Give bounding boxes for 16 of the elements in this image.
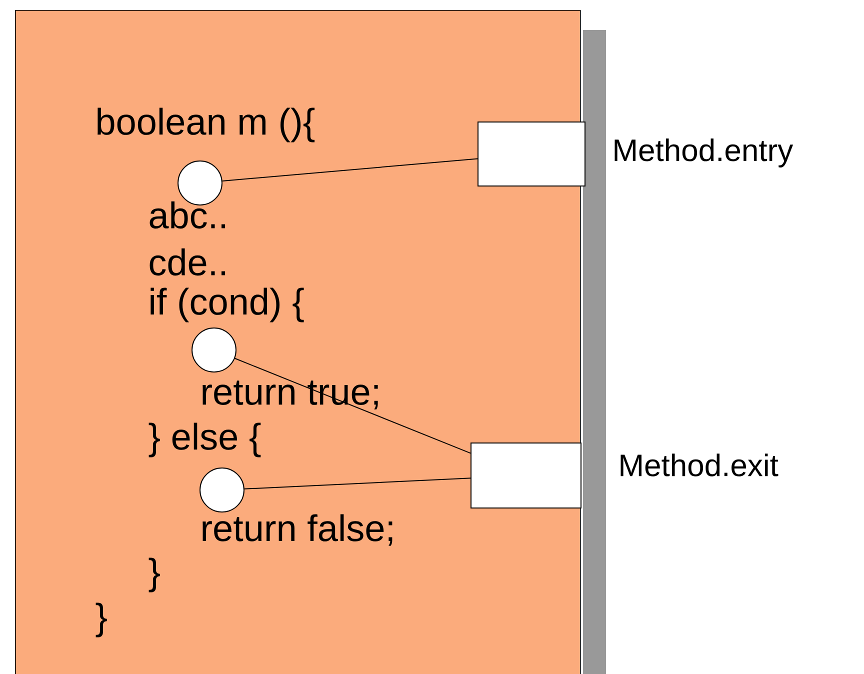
code-line: }	[96, 602, 107, 638]
code-panel	[15, 10, 606, 674]
code-line: abc..	[150, 201, 226, 229]
code-line: return false;	[202, 514, 392, 546]
marker-circle	[192, 328, 236, 372]
code-line: cde..	[150, 248, 226, 276]
port-label: Method.entry	[614, 138, 794, 168]
code-line: boolean m (){	[98, 108, 315, 142]
code-line: if (cond) {	[150, 288, 304, 322]
code-line: } else {	[148, 422, 261, 458]
connector-line	[244, 478, 471, 490]
connector-line	[222, 158, 478, 182]
port-label: Method.exit	[620, 454, 778, 476]
code-line: }	[148, 558, 160, 592]
connector-line	[234, 358, 471, 454]
marker-circle	[200, 468, 244, 512]
